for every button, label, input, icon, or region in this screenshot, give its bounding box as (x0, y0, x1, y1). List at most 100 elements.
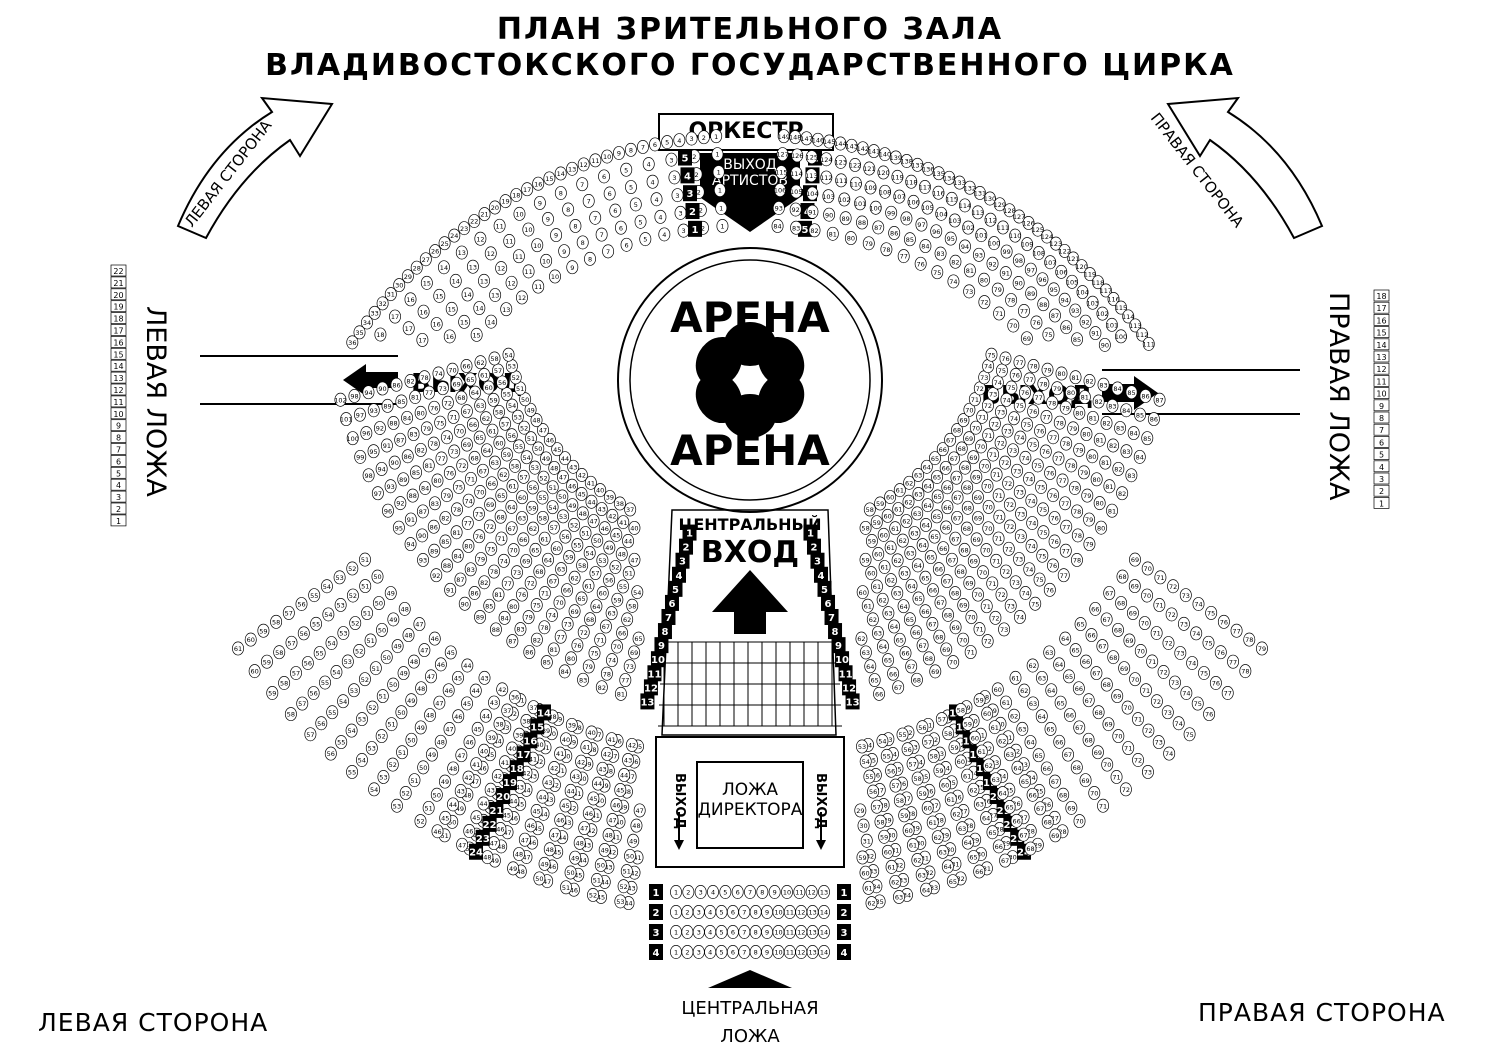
left-seat[interactable]: 55 (319, 675, 331, 690)
left-upper-seat[interactable]: 14 (473, 301, 486, 316)
right-seat[interactable]: 66 (941, 480, 954, 495)
right-seat[interactable]: 61 (892, 502, 905, 516)
right-seat[interactable]: 68 (961, 500, 974, 515)
left-seat[interactable]: 70 (553, 595, 566, 610)
right-seat[interactable]: 45 (587, 791, 600, 806)
central-box-seat[interactable]: 2 (682, 885, 695, 899)
left-seat[interactable]: 51 (408, 773, 421, 788)
right-seat[interactable]: 64 (1059, 631, 1072, 646)
left-box-seat[interactable] (110, 455, 127, 467)
right-seat[interactable]: 72 (1004, 519, 1017, 534)
right-seat[interactable]: 60 (865, 566, 878, 581)
right-seat[interactable]: 68 (910, 672, 923, 687)
left-seat[interactable]: 47 (418, 643, 431, 658)
left-seat[interactable]: 83 (577, 672, 590, 687)
right-upper-seat[interactable]: 91 (1089, 326, 1102, 341)
left-seat[interactable]: 65 (632, 631, 645, 646)
left-seat[interactable]: 49 (524, 402, 537, 417)
right-seat[interactable]: 70 (979, 458, 991, 473)
right-seat[interactable]: 63 (908, 526, 921, 541)
right-seat[interactable]: 72 (1167, 579, 1180, 594)
left-seat[interactable]: 59 (257, 623, 270, 638)
central-box-seat[interactable]: 11 (793, 885, 806, 899)
right-seat[interactable]: 66 (887, 666, 900, 681)
left-seat[interactable]: 56 (526, 480, 539, 495)
right-seat[interactable]: 75 (1205, 605, 1218, 620)
left-seat[interactable]: 52 (386, 757, 399, 772)
left-seat[interactable]: 63 (488, 455, 501, 470)
left-upper-seat[interactable]: 6 (598, 169, 611, 184)
right-seat[interactable]: 77 (1052, 451, 1065, 466)
right-seat[interactable]: 43 (454, 784, 467, 798)
right-upper-seat[interactable]: 100 (988, 236, 1000, 251)
right-seat[interactable]: 77 (1013, 355, 1026, 370)
right-upper-seat[interactable]: 118 (1092, 275, 1104, 290)
left-seat[interactable]: 90 (416, 528, 429, 543)
right-seat[interactable]: 68 (1070, 760, 1083, 775)
right-seat[interactable]: 77 (1227, 654, 1240, 669)
left-seat[interactable]: 74 (606, 653, 618, 668)
right-seat[interactable]: 64 (919, 518, 932, 532)
left-seat[interactable]: 49 (405, 693, 418, 708)
left-seat[interactable]: 47 (587, 514, 600, 529)
central-box-seat[interactable]: 14 (818, 905, 830, 919)
right-upper-seat[interactable]: 101 (975, 228, 987, 243)
right-seat[interactable]: 70 (982, 521, 995, 536)
left-seat[interactable]: 52 (568, 518, 581, 532)
right-seat[interactable]: 47 (549, 827, 561, 842)
left-upper-seat[interactable]: 3 (665, 152, 678, 167)
right-seat[interactable]: 69 (1118, 661, 1131, 676)
left-seat[interactable]: 81 (614, 686, 627, 701)
right-upper-seat[interactable]: 106 (1055, 264, 1067, 279)
right-seat[interactable]: 70 (972, 587, 984, 602)
right-seat[interactable]: 62 (903, 475, 916, 490)
right-seat[interactable]: 66 (940, 520, 953, 535)
right-seat[interactable]: 65 (1019, 774, 1031, 789)
left-seat[interactable]: 65 (575, 591, 588, 606)
right-seat[interactable]: 85 (1134, 407, 1147, 422)
right-seat[interactable]: 66 (1010, 813, 1023, 828)
left-seat[interactable]: 53 (377, 770, 390, 784)
right-seat[interactable]: 65 (1044, 722, 1057, 736)
right-seat[interactable]: 40 (585, 725, 598, 740)
right-seat[interactable]: 75 (1191, 696, 1204, 711)
left-seat[interactable]: 52 (346, 561, 359, 576)
right-upper-seat[interactable]: 79 (862, 236, 875, 251)
left-upper-seat[interactable]: 5 (625, 180, 637, 195)
left-seat[interactable]: 100 (347, 431, 359, 446)
right-seat[interactable]: 58 (859, 520, 872, 535)
left-seat[interactable]: 73 (623, 659, 636, 674)
left-seat[interactable]: 43 (567, 459, 580, 474)
left-seat[interactable]: 77 (435, 451, 448, 466)
right-seat[interactable]: 62 (866, 612, 879, 627)
right-upper-seat[interactable]: 80 (844, 231, 857, 246)
left-upper-seat[interactable]: 3 (685, 131, 698, 146)
left-seat[interactable]: 80 (507, 599, 520, 614)
left-seat[interactable]: 94 (375, 461, 388, 476)
right-seat[interactable]: 62 (967, 782, 980, 797)
left-upper-seat[interactable]: 4 (646, 174, 659, 189)
right-seat[interactable]: 62 (855, 631, 868, 646)
right-seat[interactable]: 68 (1107, 650, 1120, 665)
left-seat[interactable]: 54 (325, 636, 338, 650)
right-seat[interactable]: 59 (874, 496, 887, 511)
left-seat[interactable]: 37 (624, 502, 637, 517)
right-upper-seat[interactable]: 98 (900, 211, 913, 226)
right-upper-seat[interactable]: 111 (997, 220, 1009, 235)
right-upper-seat[interactable]: 128 (1003, 203, 1016, 218)
right-upper-seat[interactable]: 102 (1096, 306, 1109, 321)
right-upper-seat[interactable]: 101 (854, 196, 866, 211)
right-seat[interactable]: 53 (856, 739, 868, 754)
left-seat[interactable]: 68 (455, 390, 468, 405)
right-seat[interactable]: 74 (1023, 562, 1036, 577)
left-seat[interactable]: 85 (540, 655, 553, 670)
right-upper-seat[interactable]: 120 (877, 165, 890, 180)
right-seat[interactable]: 71 (968, 392, 981, 407)
left-upper-seat[interactable]: 22 (468, 214, 481, 228)
left-seat[interactable]: 82 (595, 680, 608, 695)
right-seat[interactable]: 70 (1073, 814, 1086, 829)
left-upper-seat[interactable]: 9 (533, 195, 546, 210)
right-seat[interactable]: 76 (1009, 368, 1022, 382)
right-upper-seat[interactable]: 127 (1013, 209, 1025, 224)
right-upper-seat[interactable]: 123 (1050, 236, 1062, 251)
